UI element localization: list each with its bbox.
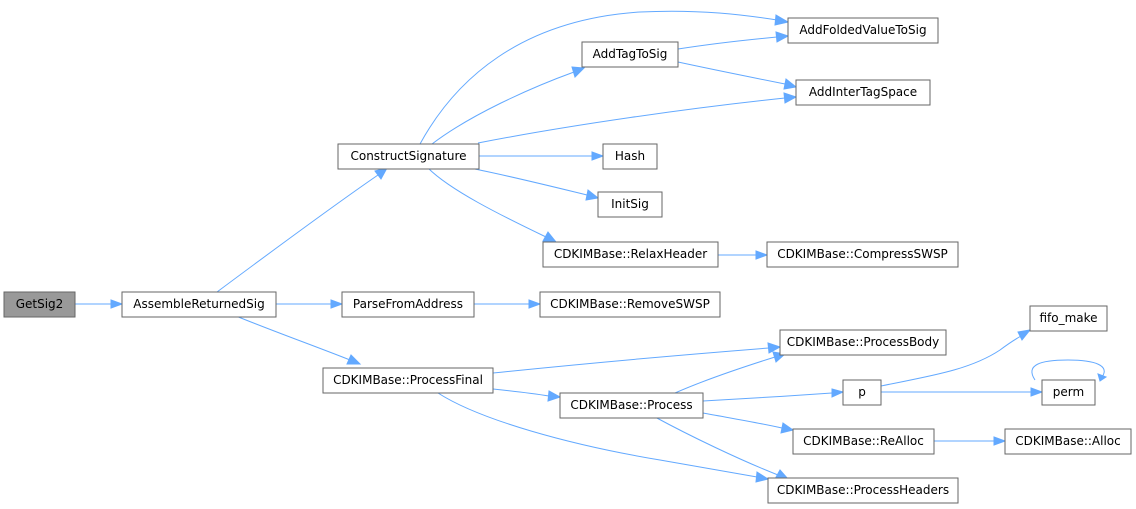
- edge-perm-self: [1031, 359, 1105, 381]
- arrow-head: [528, 299, 542, 309]
- edge-process-processbody: [674, 356, 776, 394]
- node-label: p: [858, 385, 866, 399]
- arrow-head: [1017, 329, 1032, 341]
- node-realloc[interactable]: CDKIMBase::ReAlloc: [792, 428, 935, 455]
- node-label: ConstructSignature: [350, 149, 466, 163]
- edge-addtag-addfolded: [677, 36, 778, 50]
- node-hash[interactable]: Hash: [602, 143, 658, 170]
- node-processfinal[interactable]: CDKIMBase::ProcessFinal: [322, 367, 494, 394]
- node-process[interactable]: CDKIMBase::Process: [559, 392, 704, 419]
- arrow-head: [110, 299, 124, 309]
- arrow-head: [767, 342, 782, 354]
- node-label: CDKIMBase::ReAlloc: [803, 434, 924, 448]
- node-parsefromaddress[interactable]: ParseFromAddress: [341, 291, 475, 318]
- arrow-head: [774, 14, 790, 26]
- node-label: CDKIMBase::RelaxHeader: [554, 247, 707, 261]
- node-p[interactable]: p: [842, 379, 882, 406]
- node-addtagtosig[interactable]: AddTagToSig: [581, 41, 679, 68]
- node-relaxheader[interactable]: CDKIMBase::RelaxHeader: [542, 241, 719, 268]
- node-label: Hash: [615, 149, 645, 163]
- arrow-head: [783, 92, 798, 104]
- node-label: CDKIMBase::Alloc: [1015, 434, 1121, 448]
- edge-assemble-processfinal: [235, 315, 351, 361]
- edge-construct-initsig: [469, 167, 588, 196]
- arrow-head: [783, 78, 798, 90]
- edge-process-p: [702, 392, 833, 402]
- arrow-head: [585, 189, 600, 201]
- edge-processfinal-processbody: [492, 347, 770, 374]
- edge-addtag-addinter: [677, 61, 786, 85]
- edge-construct-relax: [427, 167, 547, 238]
- arrow-head: [755, 471, 770, 483]
- node-compressswsp[interactable]: CDKIMBase::CompressSWSP: [766, 241, 959, 268]
- arrow-head: [1097, 373, 1108, 382]
- arrow-head: [993, 436, 1007, 446]
- node-removeswsp[interactable]: CDKIMBase::RemoveSWSP: [539, 291, 721, 318]
- edge-assemble-construct: [216, 174, 379, 293]
- edge-process-realloc: [702, 412, 783, 429]
- node-label: CDKIMBase::Process: [570, 398, 692, 412]
- node-assemblereturnedsig[interactable]: AssembleReturnedSig: [121, 291, 277, 318]
- edge-processfinal-process: [492, 388, 550, 397]
- node-addintertagspace[interactable]: AddInterTagSpace: [795, 79, 931, 106]
- arrow-head: [330, 299, 344, 309]
- node-label: AddFoldedValueToSig: [799, 23, 926, 37]
- node-label: fifo_make: [1039, 311, 1097, 325]
- edge-construct-addtag: [431, 71, 575, 145]
- arrow-head: [775, 31, 790, 43]
- node-addfoldedvaluetosig[interactable]: AddFoldedValueToSig: [787, 17, 939, 44]
- arrow-head: [542, 231, 558, 243]
- node-processheaders[interactable]: CDKIMBase::ProcessHeaders: [767, 477, 959, 504]
- node-label: CDKIMBase::ProcessBody: [787, 335, 940, 349]
- node-initsig[interactable]: InitSig: [597, 191, 663, 218]
- edge-construct-addfolded: [419, 10, 778, 145]
- arrow-head: [831, 388, 845, 398]
- node-label: GetSig2: [16, 297, 64, 311]
- node-label: ParseFromAddress: [353, 297, 463, 311]
- node-fifo-make[interactable]: fifo_make: [1029, 305, 1108, 332]
- node-label: CDKIMBase::RemoveSWSP: [550, 297, 710, 311]
- node-label: AddInterTagSpace: [809, 85, 917, 99]
- node-label: CDKIMBase::ProcessHeaders: [777, 483, 949, 497]
- node-processbody[interactable]: CDKIMBase::ProcessBody: [779, 329, 947, 356]
- arrow-head: [780, 422, 795, 434]
- node-label: CDKIMBase::ProcessFinal: [333, 373, 483, 387]
- node-label: CDKIMBase::CompressSWSP: [777, 247, 948, 261]
- arrow-head: [547, 390, 562, 402]
- arrow-head: [571, 66, 586, 78]
- node-label: AssembleReturnedSig: [133, 297, 265, 311]
- node-label: AddTagToSig: [593, 47, 668, 61]
- node-constructsignature[interactable]: ConstructSignature: [337, 143, 480, 170]
- arrow-head: [591, 151, 605, 161]
- arrow-head: [1030, 387, 1044, 397]
- edge-processfinal-processheaders: [437, 392, 758, 478]
- node-label: InitSig: [611, 197, 649, 211]
- arrow-head: [346, 354, 362, 365]
- edge-p-fifo: [880, 335, 1022, 387]
- edges: [75, 10, 1108, 483]
- arrow-head: [755, 250, 769, 260]
- nodes: GetSig2 AssembleReturnedSig ConstructSig…: [3, 17, 1132, 504]
- node-getsig2[interactable]: GetSig2: [3, 291, 76, 318]
- node-alloc[interactable]: CDKIMBase::Alloc: [1004, 428, 1132, 455]
- edge-process-processheaders: [654, 416, 779, 476]
- node-label: perm: [1053, 385, 1084, 399]
- edge-construct-addinter: [477, 97, 786, 144]
- arrow-head: [374, 167, 388, 180]
- node-perm[interactable]: perm: [1041, 379, 1096, 406]
